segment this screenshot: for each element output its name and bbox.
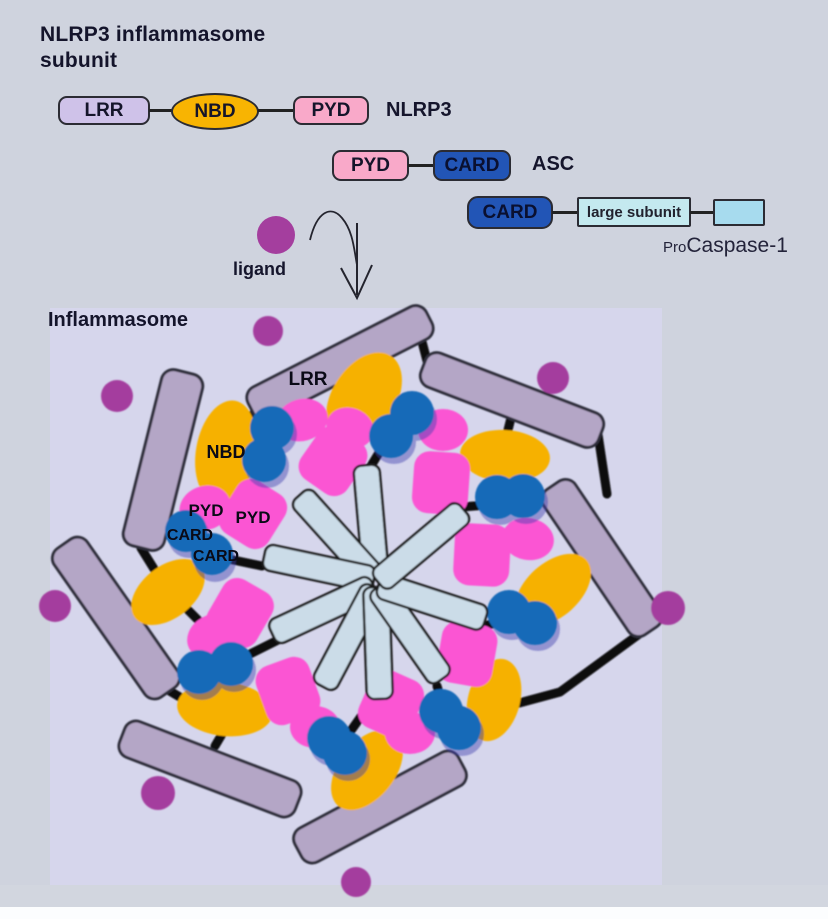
domain-linker — [149, 109, 173, 112]
ligand-dot — [141, 776, 175, 810]
bottom-strip — [0, 885, 828, 907]
card-circles — [165, 391, 560, 781]
lrr-domain-label: LRR — [84, 99, 124, 121]
nbd-domain-label: NBD — [194, 100, 236, 122]
wheel-card-label-a: CARD — [167, 527, 213, 544]
nlrp3-protein-label: NLRP3 — [386, 99, 452, 121]
wheel-ligand-dots — [39, 316, 685, 897]
asc-card-domain-label: CARD — [444, 154, 500, 176]
ligand-dot — [651, 591, 685, 625]
pyd-square — [218, 478, 288, 550]
wheel-lrr-label: LRR — [288, 369, 327, 390]
caspase-rods — [261, 463, 489, 701]
caspase-large-subunit-box: large subunit — [577, 197, 691, 227]
nbd-domain-ellipse: NBD — [171, 93, 259, 130]
asc-pyd-domain-label: PYD — [350, 154, 391, 176]
ligand-dot — [257, 216, 295, 254]
pyd-square — [436, 621, 498, 687]
figure-title: NLRP3 inflammasome subunit — [40, 22, 265, 74]
caspase-rod — [371, 502, 471, 590]
lrr-rod — [121, 368, 205, 552]
ligand-dot — [341, 867, 371, 897]
caspase-small-subunit-box — [713, 199, 765, 226]
pyd-blob — [326, 407, 374, 449]
domain-linker — [258, 109, 294, 112]
procaspase-card-domain-box: CARD — [467, 196, 553, 229]
wheel-pyd-label-b: PYD — [236, 508, 271, 527]
card-circle — [513, 601, 557, 645]
ligand-dot — [39, 590, 71, 622]
card-circle — [437, 706, 481, 750]
wheel-nbd-label: NBD — [207, 442, 246, 462]
procaspase-name: Caspase-1 — [686, 234, 788, 257]
ligand-label: ligand — [233, 259, 286, 279]
nbd-ellipse — [195, 400, 257, 504]
reaction-arrow — [309, 210, 373, 301]
lrr-rods — [50, 304, 664, 865]
asc-pyd-domain-box: PYD — [332, 150, 409, 181]
lrr-rod — [117, 719, 303, 819]
wheel-pyd-label-a: PYD — [189, 501, 224, 520]
card-circle — [209, 642, 253, 686]
card-circle — [191, 533, 233, 575]
pyd-square — [453, 523, 511, 587]
domain-linker — [408, 164, 434, 167]
pyd-domain-label: PYD — [311, 99, 351, 121]
caspase-large-subunit-label: large subunit — [586, 203, 682, 221]
card-circle — [323, 731, 367, 775]
procaspase-pro-prefix: Pro — [663, 239, 687, 256]
ligand-dot — [101, 380, 133, 412]
arrow-head — [340, 264, 373, 301]
procaspase-card-domain-label: CARD — [482, 201, 538, 223]
ligand-dot — [537, 362, 569, 394]
nbd-ellipse — [131, 559, 205, 625]
domain-linker — [690, 211, 714, 214]
caspase-rod — [261, 543, 377, 593]
pyd-blob — [502, 517, 554, 561]
card-circle — [501, 474, 545, 518]
figure-title-line2: subunit — [40, 49, 118, 72]
lrr-rod — [418, 351, 606, 449]
pyd-domain-box: PYD — [293, 96, 369, 125]
card-circle-fills — [165, 391, 557, 775]
ligand-dot — [253, 316, 283, 346]
pyd-square — [411, 451, 471, 515]
domain-linker — [552, 211, 578, 214]
lrr-domain-box: LRR — [58, 96, 150, 125]
asc-protein-label: ASC — [532, 153, 575, 175]
asc-card-domain-box: CARD — [433, 150, 511, 181]
bottom-white-strip — [0, 907, 828, 919]
nbd-ellipse — [460, 429, 550, 483]
inflammasome-title: Inflammasome — [48, 309, 189, 331]
card-circle — [242, 438, 286, 482]
figure-title-line1: NLRP3 inflammasome — [40, 23, 266, 46]
card-circle — [390, 391, 434, 435]
arrow-curve — [309, 210, 358, 266]
wheel-card-label-b: CARD — [193, 548, 239, 565]
